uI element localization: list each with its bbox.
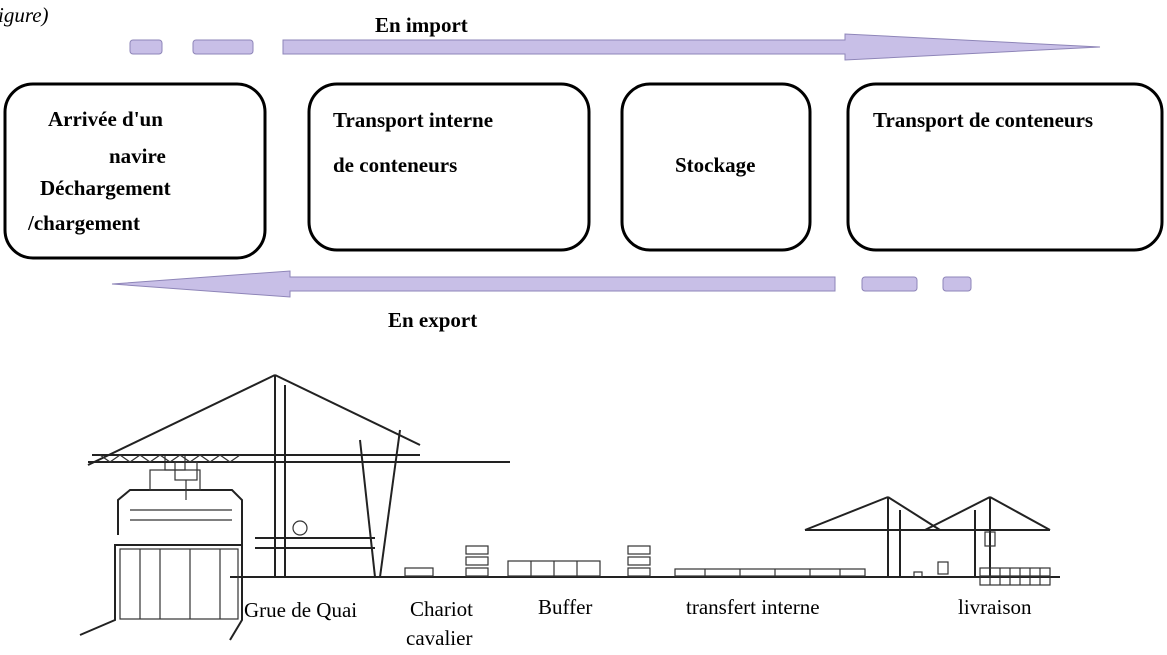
label-straddle-carrier-line1: Chariot <box>410 597 473 621</box>
port-illustration <box>79 374 1060 641</box>
partial-caption-text: igure) <box>0 3 49 27</box>
ship-drawing <box>79 454 243 641</box>
box-2-line-1: Transport interne <box>333 108 493 132</box>
straddle-carrier-2-drawing <box>627 545 651 577</box>
quay-crane-drawing <box>87 374 510 578</box>
process-box-storage: Stockage <box>620 82 812 252</box>
box-1-line-3: Déchargement <box>40 176 171 200</box>
export-arrow-label: En export <box>388 308 477 332</box>
label-internal-transfer: transfert interne <box>686 595 820 619</box>
process-box-internal-transport: Transport interne de conteneurs <box>307 82 591 252</box>
delivery-truck-drawing <box>979 567 1051 586</box>
internal-transfer-drawing <box>674 568 866 577</box>
box-4-line-1: Transport de conteneurs <box>873 108 1093 132</box>
yard-crane-drawing <box>804 496 1051 578</box>
straddle-carrier-drawing <box>404 545 489 577</box>
label-straddle-carrier-line2: cavalier <box>406 626 472 650</box>
box-1-line-1: Arrivée d'un <box>48 107 163 131</box>
label-delivery: livraison <box>958 595 1032 619</box>
box-1-line-4: /chargement <box>27 211 140 235</box>
label-buffer: Buffer <box>538 595 592 619</box>
import-arrow-label: En import <box>375 13 468 37</box>
import-arrow <box>129 33 1101 61</box>
box-2-line-2: de conteneurs <box>333 153 457 177</box>
process-box-ship-arrival: Arrivée d'un navire Déchargement /charge… <box>3 82 267 260</box>
buffer-containers-drawing <box>507 560 601 577</box>
box-3-line-1: Stockage <box>675 153 756 177</box>
process-box-container-transport: Transport de conteneurs <box>846 82 1164 252</box>
box-1-line-2: navire <box>109 144 166 168</box>
label-quay-crane: Grue de Quai <box>244 598 357 622</box>
export-arrow <box>111 270 972 298</box>
